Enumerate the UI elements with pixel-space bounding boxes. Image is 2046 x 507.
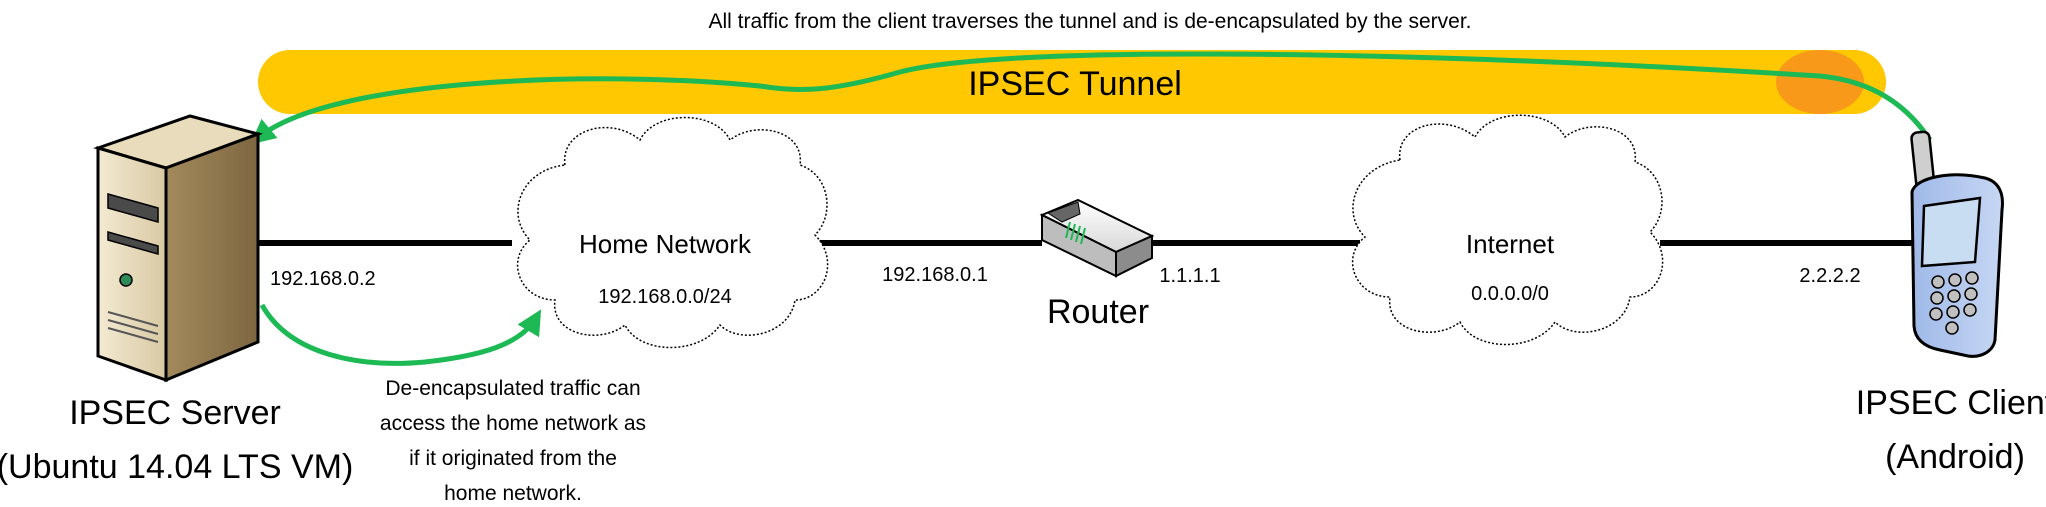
client-detail: (Android) (1885, 438, 2025, 476)
home-network-subnet: 192.168.0.0/24 (598, 286, 731, 308)
internet-label: Internet (1466, 229, 1555, 259)
cloud-icon (1351, 114, 1664, 346)
phone-icon (1910, 130, 2004, 358)
internet-cloud: Internet 0.0.0.0/0 (1351, 114, 1664, 346)
top-caption: All traffic from the client traverses th… (708, 10, 1471, 33)
router-label: Router (1047, 293, 1149, 331)
internet-subnet: 0.0.0.0/0 (1471, 283, 1549, 305)
note-line-2: access the home network as (380, 412, 646, 435)
local-access-arrow (259, 303, 542, 366)
tunnel-label: IPSEC Tunnel (968, 65, 1182, 103)
ipsec-server: 192.168.0.2 IPSEC Server (Ubuntu 14.04 L… (0, 114, 376, 486)
router-outside-ip: 1.1.1.1 (1159, 265, 1220, 287)
home-network-cloud: Home Network 192.168.0.0/24 (516, 116, 829, 349)
tunnel-band (258, 50, 1886, 114)
note-line-3: if it originated from the (409, 447, 617, 470)
router: Router 192.168.0.1 1.1.1.1 (882, 198, 1221, 331)
client-ip: 2.2.2.2 (1799, 265, 1860, 287)
tunnel-endpoint-client (1776, 50, 1864, 114)
local-access-note: De-encapsulated traffic can access the h… (380, 377, 646, 505)
server-name: IPSEC Server (69, 394, 281, 432)
router-icon (1039, 198, 1155, 278)
cloud-icon (516, 116, 829, 349)
client-name: IPSEC Client (1856, 384, 2046, 422)
router-inside-ip: 192.168.0.1 (882, 264, 988, 286)
tunnel-flow-arrow (250, 51, 1933, 145)
ipsec-tunnel: IPSEC Tunnel (258, 50, 1886, 114)
note-line-1: De-encapsulated traffic can (385, 377, 640, 400)
server-detail: (Ubuntu 14.04 LTS VM) (0, 448, 353, 486)
server-icon (93, 114, 263, 383)
note-line-4: home network. (444, 482, 582, 505)
server-ip: 192.168.0.2 (270, 268, 376, 290)
ipsec-client: 2.2.2.2 IPSEC Client (Android) (1799, 130, 2046, 476)
home-network-label: Home Network (579, 229, 752, 259)
